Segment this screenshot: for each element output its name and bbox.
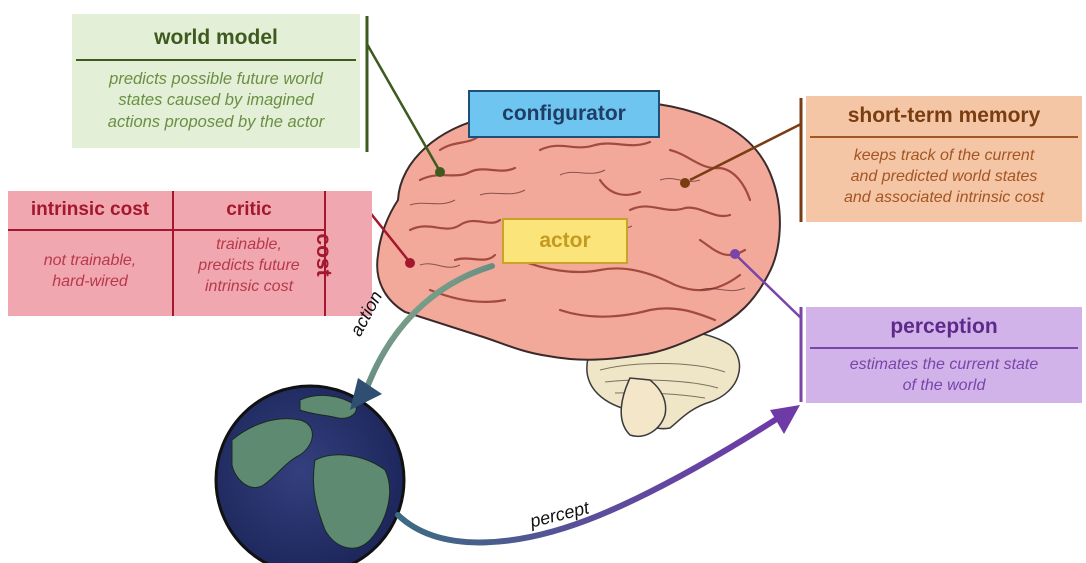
perception-desc-line: estimates the current state (849, 356, 1039, 373)
percept-arrow (395, 405, 800, 546)
world-model-desc-line: states caused by imagined (118, 91, 314, 110)
world-model-box: world model predicts possible future wor… (72, 14, 360, 148)
world-model-divider (76, 59, 356, 61)
world-model-title: world model (154, 26, 278, 49)
critic-divider (174, 229, 324, 231)
actor-box: actor (502, 218, 628, 264)
memory-connector (680, 98, 803, 222)
perception-title: perception (890, 315, 998, 338)
critic-desc-line: trainable, (216, 236, 282, 253)
short-term-memory-divider (810, 136, 1078, 138)
cost-connector (367, 209, 415, 268)
perception-box: perception estimates the current state o… (806, 307, 1082, 403)
cost-side-divider (324, 191, 326, 316)
actor-title: actor (539, 229, 591, 252)
intrinsic-cost-column: intrinsic cost not trainable, hard-wired (8, 191, 172, 316)
critic-title: critic (226, 199, 272, 220)
brain-stem (620, 377, 667, 437)
world-model-connector (365, 16, 445, 177)
critic-desc-line: intrinsic cost (204, 277, 294, 295)
critic-column: critic trainable, predicts future intrin… (174, 191, 324, 316)
short-term-memory-desc-line: keeps track of the current (853, 147, 1035, 164)
cost-label: cost (312, 233, 335, 277)
earth-globe (214, 384, 406, 563)
intrinsic-cost-divider (8, 229, 172, 231)
configurator-box: configurator (468, 90, 660, 138)
perception-connector (730, 249, 803, 402)
short-term-memory-title: short-term memory (847, 104, 1041, 127)
world-model-desc-line: predicts possible future world (109, 70, 323, 88)
short-term-memory-desc-line: and predicted world states (850, 167, 1038, 185)
perception-divider (810, 347, 1078, 349)
intrinsic-cost-description: not trainable, hard-wired (8, 231, 172, 293)
intrinsic-cost-title: intrinsic cost (30, 199, 150, 220)
short-term-memory-box: short-term memory keeps track of the cur… (806, 96, 1082, 222)
cost-column-divider (172, 191, 174, 316)
critic-description: trainable, predicts future intrinsic cos… (174, 231, 324, 297)
perception-description: estimates the current state of the world (806, 349, 1082, 397)
action-arrow (350, 263, 495, 410)
intrinsic-cost-desc-line: hard-wired (52, 272, 128, 290)
configurator-title: configurator (502, 102, 626, 125)
perception-desc-line: of the world (902, 376, 986, 394)
short-term-memory-description: keeps track of the current and predicted… (806, 138, 1082, 208)
cost-box: intrinsic cost not trainable, hard-wired… (8, 191, 372, 316)
world-model-desc-line: actions proposed by the actor (107, 112, 325, 131)
short-term-memory-desc-line: and associated intrinsic cost (843, 188, 1045, 206)
intrinsic-cost-desc-line: not trainable, (43, 252, 137, 269)
world-model-description: predicts possible future world states ca… (72, 61, 360, 133)
critic-desc-line: predicts future (198, 256, 300, 274)
